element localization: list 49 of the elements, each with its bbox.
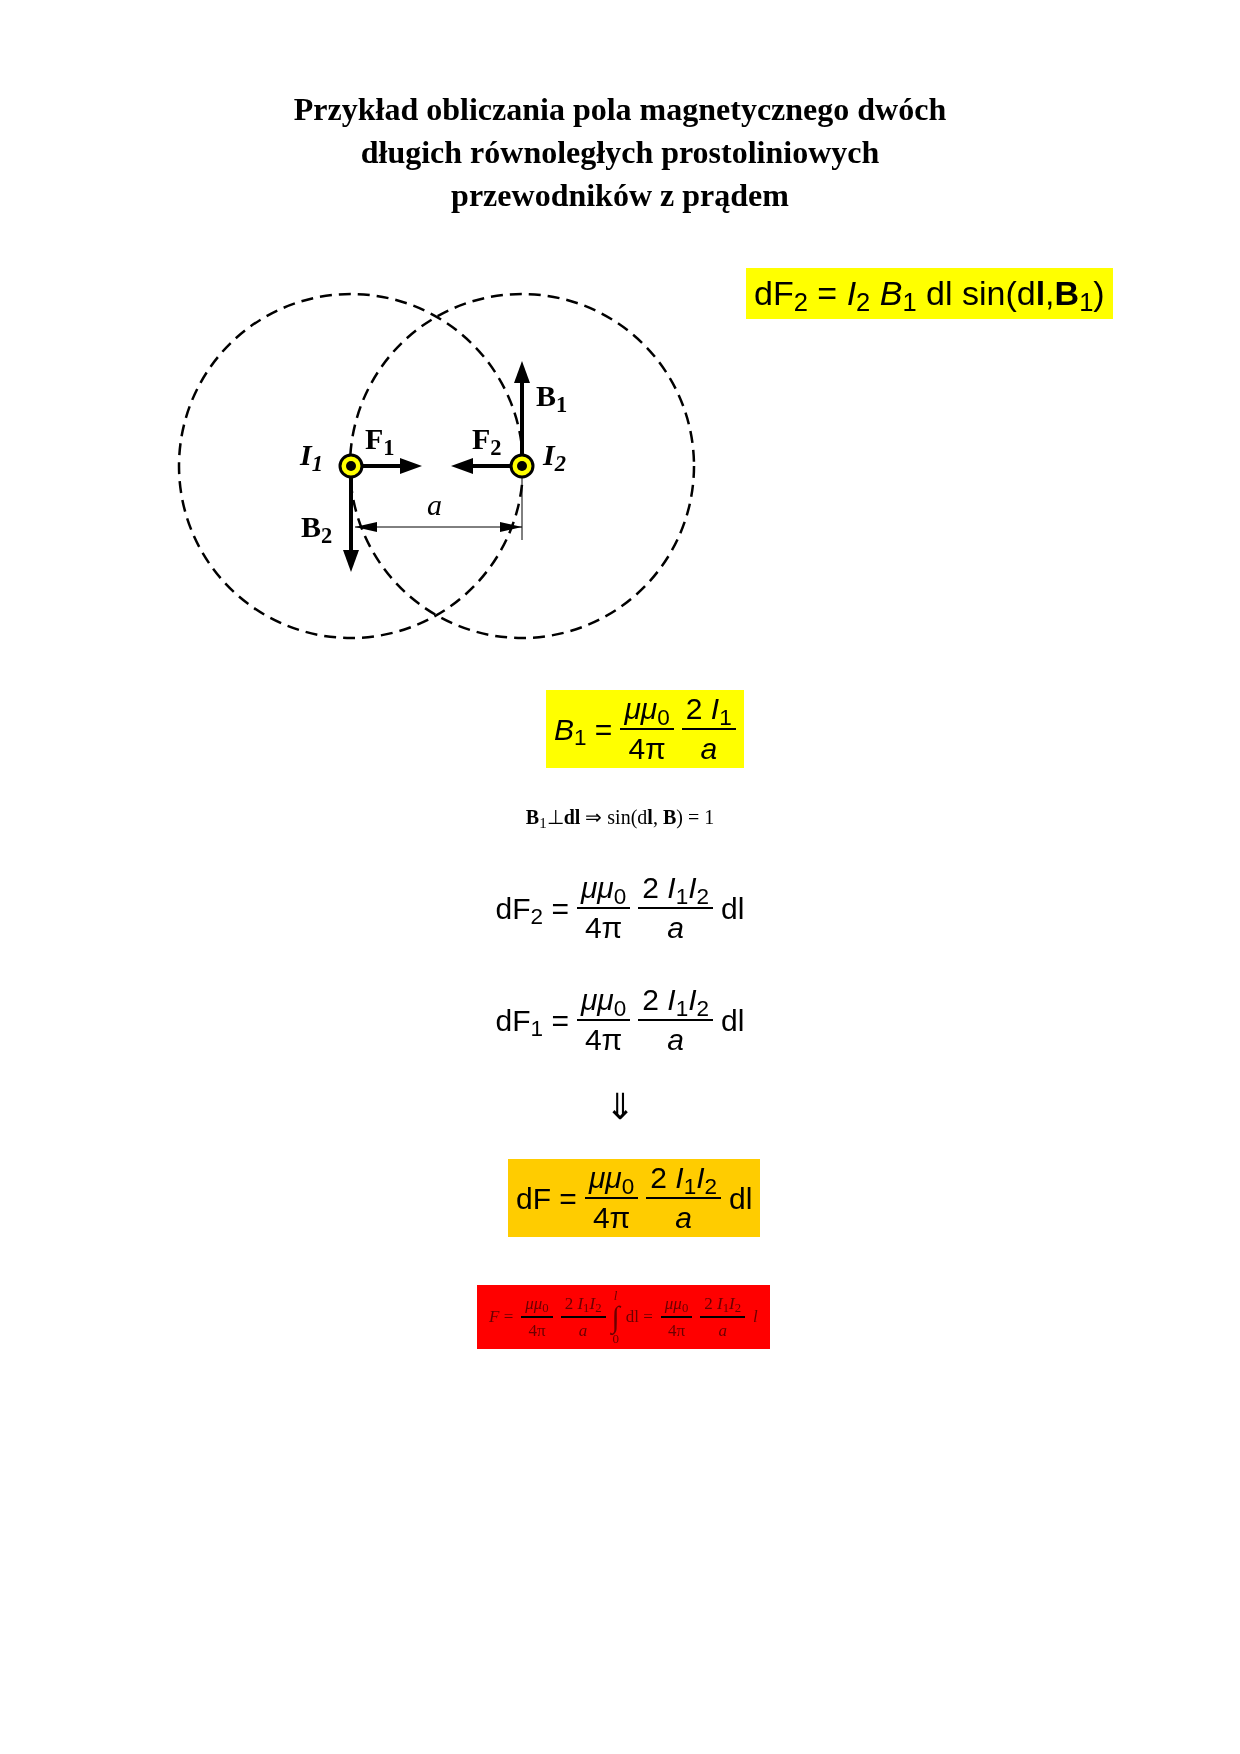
fraction-denominator: 4π bbox=[528, 1320, 546, 1339]
current-label: I$_{2}$ bbox=[543, 438, 566, 471]
fraction-numerator: μμ$_{0}$ bbox=[584, 1163, 639, 1199]
formula-term: l bbox=[753, 1306, 758, 1329]
fraction-denominator: a bbox=[675, 1200, 692, 1233]
fraction-denominator: 4π bbox=[668, 1320, 686, 1339]
formula-term: dF$_{2}$ = I$_{2}$ B$_{1}$ dl sin(dl,B$_{1}$) bbox=[754, 273, 1105, 319]
fraction-numerator: μμ$_{0}$ bbox=[576, 873, 631, 909]
page-title: Przykład obliczania pola magnetycznego dwóch długich równoległych prostoliniowych przewodników z prądem bbox=[292, 90, 948, 215]
fraction-denominator: 4π bbox=[584, 910, 623, 943]
formula-term: ⇓ bbox=[605, 1085, 635, 1129]
fraction-numerator: 2 I$_{1}$I$_{2}$ bbox=[638, 873, 714, 909]
fraction-denominator: a bbox=[667, 910, 685, 943]
fraction-numerator: μμ$_{0}$ bbox=[576, 985, 631, 1021]
force-label: F$_{1}$ bbox=[365, 422, 395, 455]
fraction-numerator: 2 I$_{1}$ bbox=[681, 694, 736, 730]
fraction-denominator: a bbox=[667, 1022, 685, 1055]
highlighted-formula-box bbox=[546, 690, 744, 768]
formula-term: dl bbox=[721, 1002, 745, 1039]
fraction-numerator: 2 I$_{1}$I$_{2}$ bbox=[700, 1295, 746, 1318]
fraction-numerator: μμ$_{0}$ bbox=[660, 1295, 693, 1318]
formula-term: B$_{1}$ = bbox=[554, 711, 613, 752]
field-label: B$_{1}$ bbox=[536, 379, 568, 412]
fraction-denominator: 4π bbox=[628, 731, 666, 764]
fraction-numerator: 2 I$_{1}$I$_{2}$ bbox=[638, 985, 714, 1021]
fraction-numerator: μμ$_{0}$ bbox=[521, 1295, 553, 1318]
highlighted-formula-box bbox=[477, 1285, 770, 1349]
formula-term: dl bbox=[721, 890, 745, 927]
fraction-numerator: 2 I$_{1}$I$_{2}$ bbox=[646, 1163, 721, 1199]
formula-term: dF$_{1}$ = bbox=[495, 1002, 569, 1043]
fraction-denominator: a bbox=[700, 731, 718, 764]
formula-term: dF$_{2}$ = bbox=[495, 890, 569, 931]
fraction-denominator: a bbox=[718, 1320, 727, 1339]
formula-term: F = bbox=[489, 1306, 514, 1329]
formula-term: dF = bbox=[516, 1180, 577, 1217]
formula-term: dl bbox=[729, 1180, 753, 1217]
distance-label: a bbox=[427, 488, 442, 521]
force-label: F$_{2}$ bbox=[472, 422, 502, 455]
fraction-denominator: 4π bbox=[592, 1200, 631, 1233]
fraction-numerator: 2 I$_{1}$I$_{2}$ bbox=[560, 1295, 606, 1318]
fraction-denominator: a bbox=[578, 1320, 588, 1339]
integral-upper-limit: l bbox=[613, 1289, 618, 1302]
formula-term: B$_{1}$⊥dl ⇒ sin(dl, B) = 1 bbox=[525, 805, 715, 832]
current-label: I$_{1}$ bbox=[300, 438, 323, 471]
highlighted-formula-box bbox=[508, 1159, 761, 1237]
fraction-denominator: 4π bbox=[584, 1022, 623, 1055]
field-label: B$_{2}$ bbox=[301, 510, 333, 543]
formula-term: dl = bbox=[625, 1306, 653, 1329]
fraction-numerator: μμ$_{0}$ bbox=[620, 694, 674, 730]
